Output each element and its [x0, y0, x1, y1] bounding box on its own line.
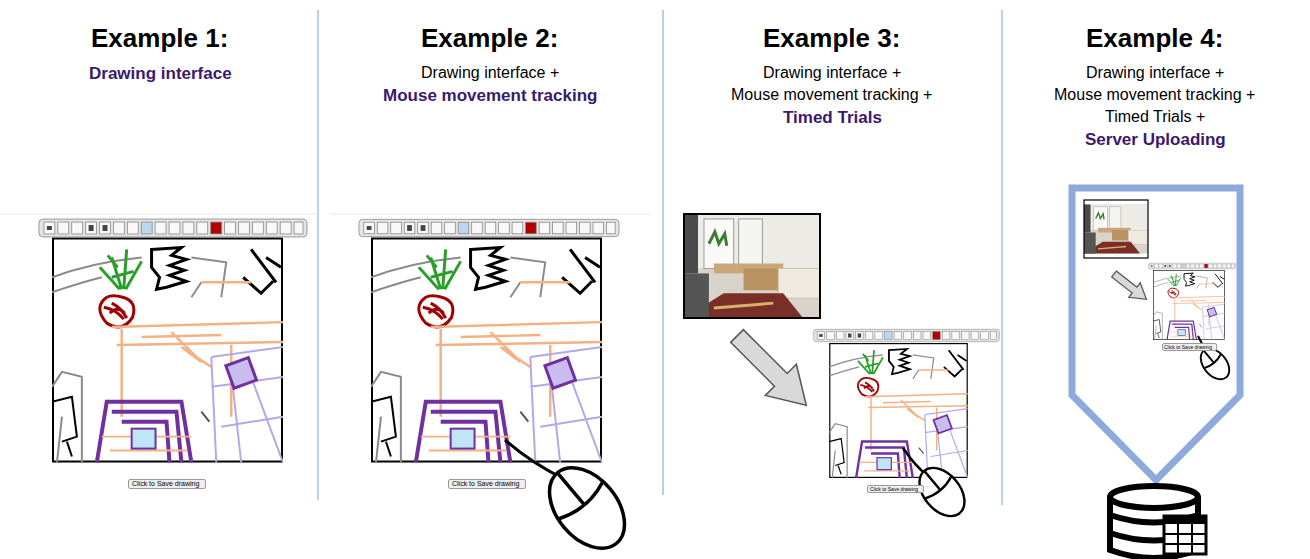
feature-label: Mouse movement tracking +	[731, 86, 932, 104]
feature-label: Drawing interface +	[763, 64, 901, 82]
feature-label: Mouse movement tracking	[383, 86, 597, 106]
save-button: Click to Save drawing	[448, 479, 526, 489]
feature-label: Mouse movement tracking +	[1054, 86, 1255, 104]
feature-label: Drawing interface +	[421, 64, 559, 82]
button-label: Click to Save drawing	[452, 480, 522, 488]
example-heading: Example 3:	[763, 24, 900, 54]
button-label: Click to Save drawing	[870, 486, 921, 492]
feature-label: Timed Trials	[783, 108, 882, 128]
button-label: Click to Save drawing	[132, 480, 202, 488]
feature-label: Drawing interface	[89, 64, 232, 84]
button-label: Click to Save drawing	[1164, 344, 1215, 350]
example-heading: Example 2:	[421, 24, 558, 54]
save-button: Click to Save drawing	[1162, 343, 1217, 351]
feature-label: Drawing interface +	[1086, 64, 1224, 82]
save-button: Click to Save drawing	[128, 479, 206, 489]
example-heading: Example 1:	[91, 24, 228, 54]
example-heading: Example 4:	[1086, 24, 1223, 54]
feature-label: Server Uploading	[1085, 130, 1226, 150]
feature-label: Timed Trials +	[1105, 108, 1205, 126]
save-button: Click to Save drawing	[867, 485, 924, 493]
